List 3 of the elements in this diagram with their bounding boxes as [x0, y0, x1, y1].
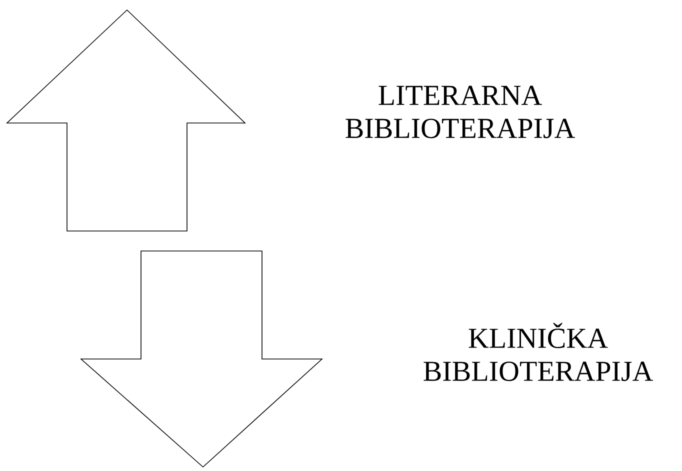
arrow-label: LITERARNA BIBLIOTERAPIJA	[346, 86, 575, 138]
block-arrow	[80, 250, 324, 468]
arrow-label: KLINIČKA BIBLIOTERAPIJA	[424, 322, 653, 382]
